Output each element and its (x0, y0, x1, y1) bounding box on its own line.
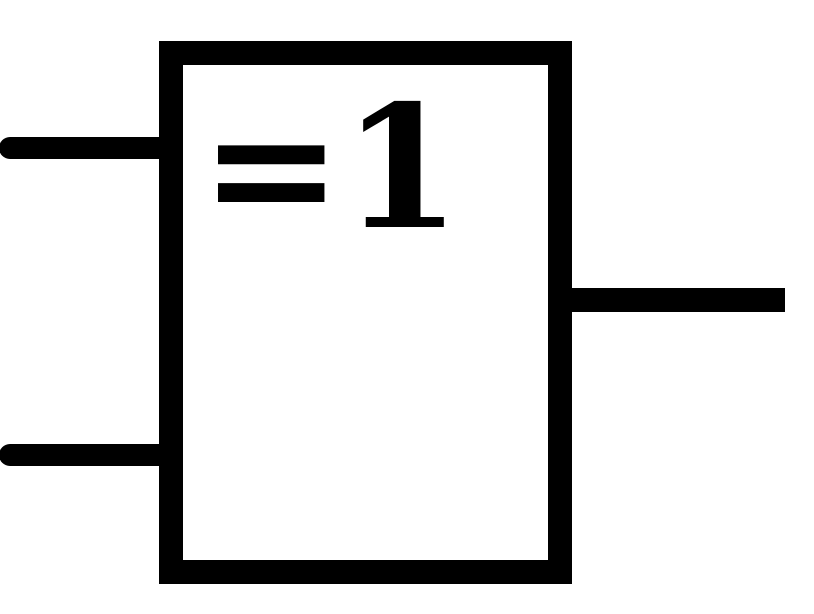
input-terminal-1 (0, 137, 21, 159)
input-terminal-2 (0, 444, 21, 466)
gate-label: =1 (200, 68, 461, 268)
gate-body (159, 41, 572, 584)
